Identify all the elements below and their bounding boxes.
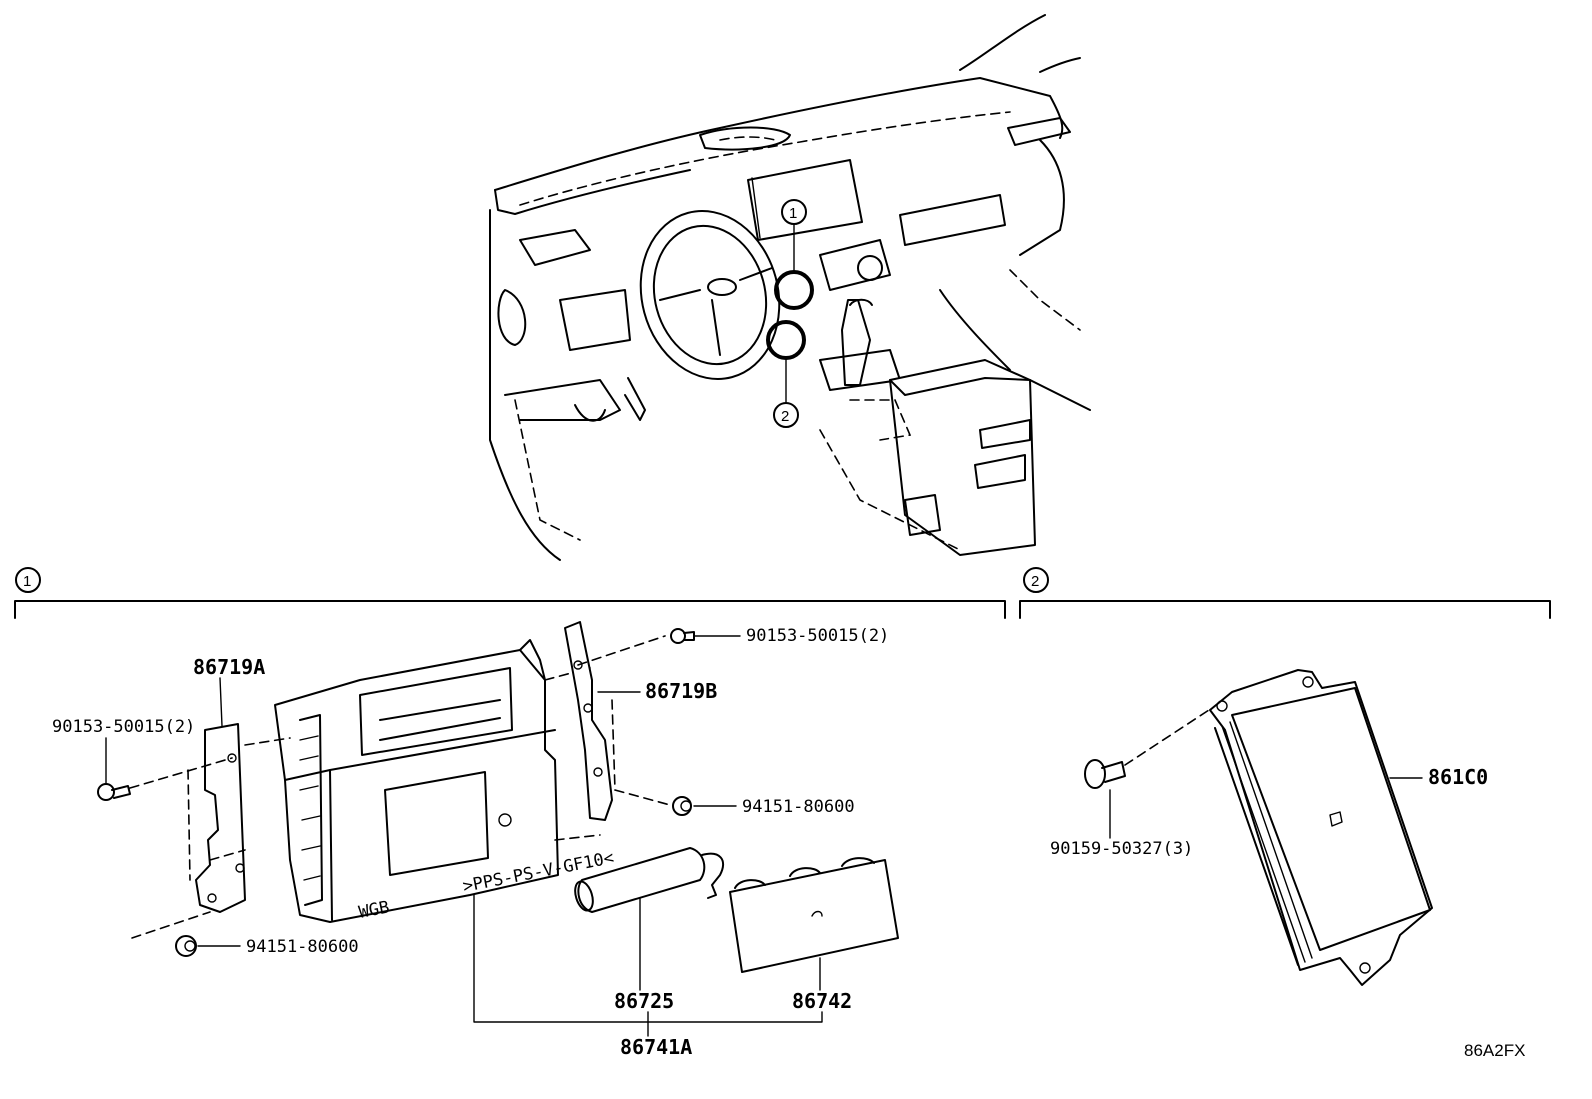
bracket-86719A — [195, 677, 246, 913]
bracket-86719B — [564, 621, 641, 821]
drawing-code: 86A2FX — [1464, 1041, 1525, 1060]
section-2-bracket: 2 — [1019, 567, 1551, 619]
module-861C0 — [1209, 669, 1433, 986]
part-86725 — [574, 847, 725, 991]
screw-90153-right — [670, 628, 741, 644]
label-90159: 90159-50327(3) — [1050, 839, 1193, 859]
nut-94151-left — [131, 911, 241, 957]
label-90153-left: 90153-50015(2) — [52, 717, 195, 737]
label-86725: 86725 — [614, 989, 674, 1013]
dashboard-overview: 1 2 — [489, 14, 1091, 561]
location-1-highlight — [774, 270, 814, 310]
label-861C0: 861C0 — [1428, 765, 1488, 789]
label-86742: 86742 — [792, 989, 852, 1013]
marker-1-label: 1 — [789, 205, 797, 222]
marker-2-label: 2 — [781, 408, 789, 425]
location-2-highlight — [766, 320, 806, 360]
assembly-86741A-bracket — [473, 894, 823, 1037]
screw-90159 — [1084, 707, 1213, 839]
nut-94151-right — [672, 796, 737, 816]
main-module: >PPS-PS-V-GF10< WGB — [274, 639, 616, 923]
section-1-label: 1 — [23, 573, 31, 590]
label-86719B: 86719B — [645, 679, 717, 703]
label-94151-right: 94151-80600 — [742, 797, 855, 817]
label-86741A: 86741A — [620, 1035, 692, 1059]
section-1-bracket: 1 — [14, 567, 1006, 619]
part-86742 — [729, 857, 899, 991]
label-86719A: 86719A — [193, 655, 265, 679]
label-94151-left: 94151-80600 — [246, 937, 359, 957]
label-90153-right: 90153-50015(2) — [746, 626, 889, 646]
section-2-label: 2 — [1031, 573, 1039, 590]
